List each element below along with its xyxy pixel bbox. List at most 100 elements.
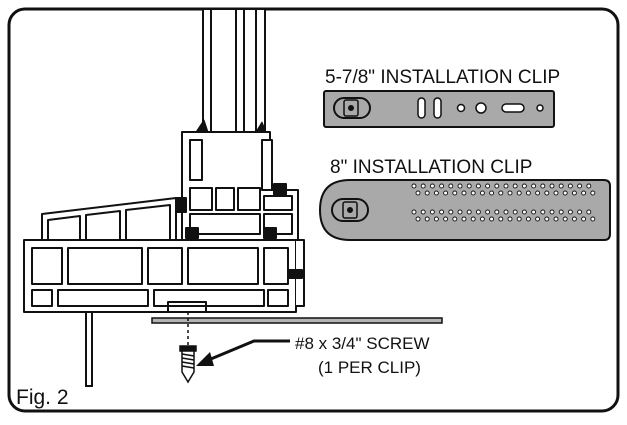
clip-hole-pattern — [411, 183, 596, 222]
clip-hole — [577, 209, 583, 215]
clip-hole — [503, 209, 509, 215]
clip-hole — [516, 216, 522, 222]
clip-hole — [470, 190, 476, 196]
clip-hole — [485, 209, 491, 215]
clip-hole — [586, 183, 592, 189]
clip-hole — [466, 209, 472, 215]
weatherstrip-right — [273, 183, 287, 197]
clip-hole — [516, 190, 522, 196]
clip-hole — [452, 216, 458, 222]
clip-hole — [448, 209, 454, 215]
weatherstrip-bottom-left — [185, 227, 199, 239]
clip-hole — [466, 183, 472, 189]
clip-hole — [540, 183, 546, 189]
clip-hole — [475, 209, 481, 215]
clip-hole — [411, 183, 417, 189]
clip-hole — [424, 190, 430, 196]
clip-hole — [457, 183, 463, 189]
clip-hole — [457, 209, 463, 215]
large-clip — [318, 179, 611, 241]
clip-hole — [507, 216, 513, 222]
clip-hole — [535, 190, 541, 196]
figure-caption: Fig. 2 — [16, 386, 69, 409]
clip-hole — [448, 183, 454, 189]
clip-hole — [498, 190, 504, 196]
clip-hole — [577, 183, 583, 189]
screw-icon — [179, 345, 197, 384]
clip-hole — [590, 190, 596, 196]
clip-hole — [581, 190, 587, 196]
clip-hole — [558, 183, 564, 189]
small-clip-label: 5-7/8" INSTALLATION CLIP — [325, 67, 560, 88]
clip-hole — [415, 190, 421, 196]
clip-hole — [535, 216, 541, 222]
clip-hole — [562, 216, 568, 222]
clip-hole — [420, 183, 426, 189]
clip-hole — [424, 216, 430, 222]
small-clip — [323, 90, 555, 128]
clip-hole — [553, 216, 559, 222]
nail-fin — [85, 311, 93, 387]
installed-clip-flange — [151, 317, 443, 324]
clip-hole — [489, 216, 495, 222]
clip-hole — [512, 209, 518, 215]
clip-hole — [494, 183, 500, 189]
window-frame-section — [23, 8, 305, 313]
clip-hole — [544, 190, 550, 196]
screw-label: #8 x 3/4" SCREW — [295, 334, 430, 353]
clip-hole — [439, 209, 445, 215]
clip-hole — [540, 209, 546, 215]
clip-hole — [549, 209, 555, 215]
screw-qty-label: (1 PER CLIP) — [318, 358, 421, 377]
clip-hole — [512, 183, 518, 189]
clip-hole — [415, 216, 421, 222]
clip-hole — [498, 216, 504, 222]
clip-hole — [443, 190, 449, 196]
clip-hole — [479, 190, 485, 196]
clip-hole — [525, 216, 531, 222]
clip-hole — [549, 183, 555, 189]
clip-hole — [433, 216, 439, 222]
clip-hole — [531, 183, 537, 189]
clip-hole — [590, 216, 596, 222]
main-frame — [23, 239, 305, 313]
large-clip-label: 8" INSTALLATION CLIP — [330, 157, 532, 178]
clip-hole — [521, 183, 527, 189]
screw-leader-arrow — [196, 339, 290, 366]
clip-hole — [562, 190, 568, 196]
clip-hole — [485, 183, 491, 189]
clip-hole — [521, 209, 527, 215]
clip-hole — [439, 183, 445, 189]
screw-channel — [167, 301, 207, 312]
clip-hole — [525, 190, 531, 196]
clip-hole — [479, 216, 485, 222]
clip-hole — [433, 190, 439, 196]
clip-hole — [581, 216, 587, 222]
clip-hole — [461, 190, 467, 196]
clip-hole — [452, 190, 458, 196]
clip-hole — [507, 190, 513, 196]
clip-hole — [571, 216, 577, 222]
clip-hole — [429, 209, 435, 215]
clip-hole — [571, 190, 577, 196]
clip-hole — [475, 183, 481, 189]
weatherstrip-left — [175, 197, 187, 213]
clip-hole — [420, 209, 426, 215]
clip-hole — [567, 183, 573, 189]
clip-hole — [470, 216, 476, 222]
clip-hole — [558, 209, 564, 215]
clip-hole — [553, 190, 559, 196]
clip-hole — [531, 209, 537, 215]
clip-hole — [429, 183, 435, 189]
clip-hole — [503, 183, 509, 189]
clip-hole — [494, 209, 500, 215]
clip-hole — [443, 216, 449, 222]
clip-hole — [567, 209, 573, 215]
clip-hole — [544, 216, 550, 222]
clip-hole — [461, 216, 467, 222]
clip-hole — [411, 209, 417, 215]
clip-hole — [489, 190, 495, 196]
weatherstrip-bottom-right — [263, 227, 277, 239]
